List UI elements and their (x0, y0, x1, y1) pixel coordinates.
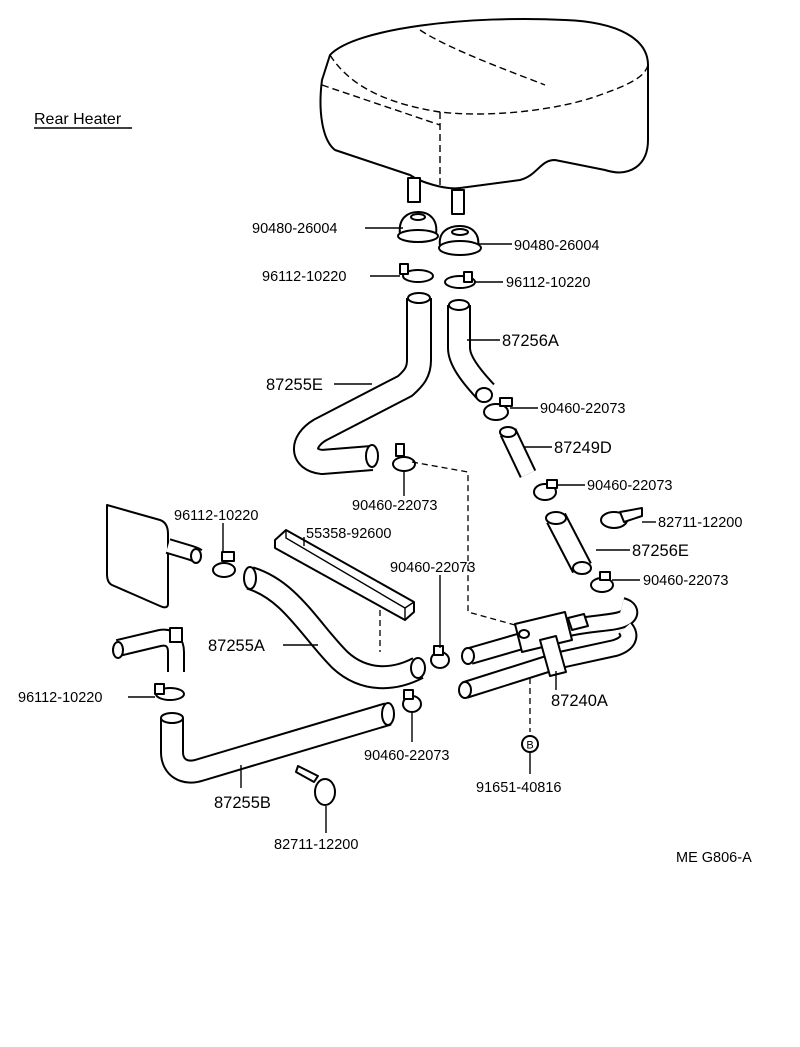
bolt-ref-letter: B (526, 740, 533, 752)
label-clamp-top-right: 96112-10220 (506, 275, 590, 291)
label-clamp-bottom-center: 90460-22073 (364, 748, 449, 764)
clamp-82711-bottom (295, 765, 336, 806)
valve-87240a (458, 597, 639, 699)
grommet-left (397, 211, 439, 243)
label-clamp-upper-right: 90460-22073 (540, 401, 625, 417)
label-clamp-lower-right: 90460-22073 (643, 573, 728, 589)
clamp-middle (392, 443, 416, 472)
label-bolt-91651: 91651-40816 (476, 780, 561, 796)
label-hose-87256a: 87256A (502, 332, 559, 350)
bolt-b-marker: B (521, 735, 539, 753)
label-clamp-82711-bottom: 82711-12200 (274, 837, 358, 853)
label-pipe-87249d: 87249D (554, 439, 612, 457)
diagram-title: Rear Heater (34, 111, 122, 128)
label-valve-87240a: 87240A (551, 692, 608, 710)
label-grommet-right: 90480-26004 (514, 238, 599, 254)
hose-87256e (545, 511, 592, 575)
clamp-top-right (444, 271, 476, 289)
label-clamp-right-mid: 90460-22073 (587, 478, 672, 494)
hose-87255b (160, 702, 395, 784)
rear-heater-unit (319, 17, 649, 215)
clamp-top-left (399, 263, 434, 283)
hose-87256a (447, 299, 495, 403)
label-hose-87255e: 87255E (266, 376, 323, 394)
cushion-55358 (274, 529, 415, 621)
clamp-bottom-center (402, 689, 422, 713)
label-clamp-top-left: 96112-10220 (262, 269, 346, 285)
label-grommet-left: 90480-26004 (252, 221, 337, 237)
clamp-lower-right (590, 571, 614, 593)
label-hose-87256e: 87256E (632, 542, 689, 560)
clamp-center (430, 645, 450, 669)
hose-87255a (243, 566, 426, 690)
label-hose-87255a: 87255A (208, 637, 265, 655)
clamp-right-mid (533, 479, 558, 501)
label-clamp-left-upper: 96112-10220 (174, 508, 258, 524)
clamp-82711-right (600, 507, 643, 529)
pipe-lower-left (112, 627, 185, 672)
clamp-left-lower (154, 683, 185, 701)
grommet-right (438, 225, 482, 256)
label-clamp-center: 90460-22073 (390, 560, 475, 576)
label-cushion: 55358-92600 (306, 526, 391, 542)
clamp-upper-right (483, 397, 513, 421)
hose-87255e (293, 292, 432, 475)
label-hose-87255b: 87255B (214, 794, 271, 812)
label-clamp-middle: 90460-22073 (352, 498, 437, 514)
pipe-87249d (499, 426, 537, 478)
clamp-left-upper (212, 551, 236, 578)
drawing-code: ME G806-A (676, 850, 752, 866)
label-clamp-left-lower: 96112-10220 (18, 690, 102, 706)
label-clamp-82711-right: 82711-12200 (658, 515, 742, 531)
core-tank-left (106, 504, 203, 609)
